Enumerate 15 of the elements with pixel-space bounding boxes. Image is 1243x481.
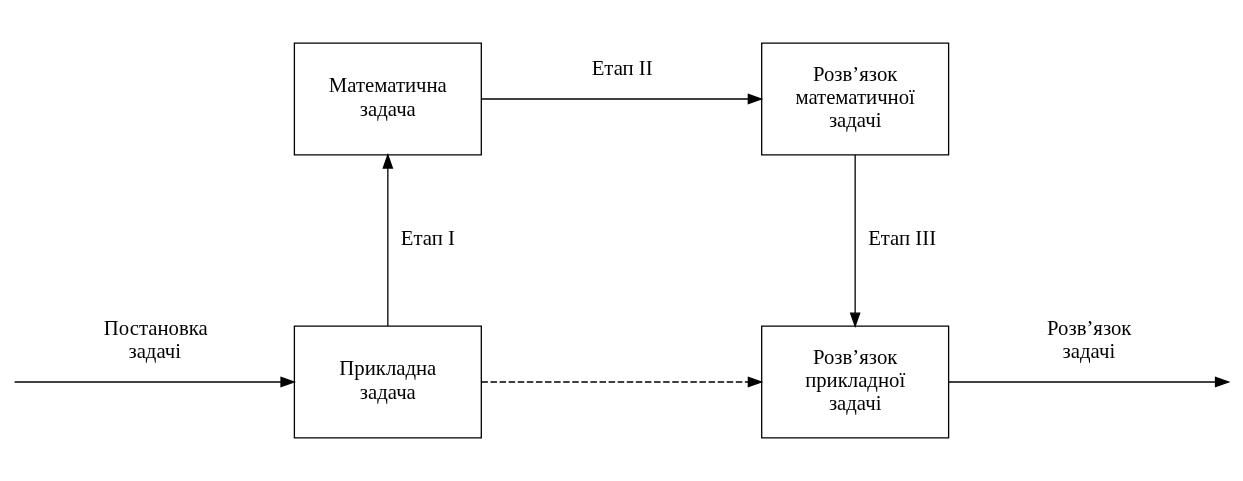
node-box: Математична задача <box>293 42 482 156</box>
node-box: Розв’язок математичної задачі <box>761 42 950 156</box>
arrow <box>948 376 1231 388</box>
edge-label: Постановка задачі <box>103 317 208 363</box>
arrow <box>13 376 296 388</box>
node-box: Розв’язок прикладної задачі <box>761 325 950 439</box>
arrow <box>382 153 394 327</box>
node-box: Прикладна задача <box>293 325 482 439</box>
arrow <box>480 376 764 388</box>
edge-label: Етап III <box>868 227 937 250</box>
edge-label: Етап I <box>400 227 455 250</box>
arrow <box>849 154 861 329</box>
edge-label: Етап II <box>591 57 653 80</box>
arrow <box>481 93 764 105</box>
edge-label: Розв’язок задачі <box>1047 317 1132 363</box>
